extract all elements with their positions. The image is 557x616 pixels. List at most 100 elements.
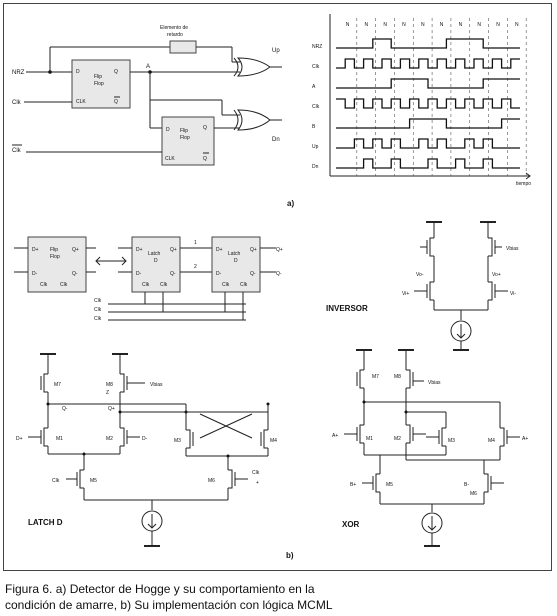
svg-text:D+: D+ bbox=[16, 436, 23, 442]
xor-circuit: M7 M8 Vbias A+ A+ M1 M2 M3 M4 bbox=[332, 349, 528, 547]
svg-text:Vbias: Vbias bbox=[506, 246, 519, 252]
ff2-qbar: Q bbox=[203, 156, 207, 162]
svg-text:M2: M2 bbox=[106, 436, 113, 442]
svg-text:Latch: Latch bbox=[148, 251, 160, 257]
timing-cycle-label: N bbox=[515, 22, 519, 28]
output-dn-label: Dn bbox=[272, 137, 280, 143]
timing-cycle-label: N bbox=[402, 22, 406, 28]
delay-element-label-2: retardo bbox=[167, 32, 183, 38]
svg-text:Clk: Clk bbox=[142, 282, 150, 288]
timing-signal-label: A bbox=[312, 84, 316, 90]
svg-text:M4: M4 bbox=[488, 438, 495, 444]
xor-gate-dn bbox=[236, 109, 271, 131]
svg-text:M8: M8 bbox=[394, 374, 401, 380]
xor-title: XOR bbox=[342, 520, 360, 529]
svg-text:M6: M6 bbox=[470, 491, 477, 497]
input-clk-label: Clk bbox=[12, 100, 22, 106]
delay-element bbox=[169, 40, 197, 54]
svg-text:Flip: Flip bbox=[94, 74, 102, 80]
svg-text:D: D bbox=[154, 258, 158, 264]
xor-gate-up bbox=[236, 57, 271, 77]
inverter-circuit: Vbias Vo- Vo+ Vi+ Vi- INVERSOR bbox=[326, 221, 519, 351]
svg-text:Clk: Clk bbox=[40, 282, 48, 288]
svg-text:Flop: Flop bbox=[50, 254, 60, 260]
svg-text:Q-: Q- bbox=[170, 271, 176, 277]
svg-text:Flip: Flip bbox=[180, 128, 188, 134]
svg-text:Vo-: Vo- bbox=[416, 272, 424, 278]
svg-text:+: + bbox=[256, 480, 259, 486]
timing-waveform bbox=[336, 158, 520, 169]
ff-block bbox=[27, 236, 87, 293]
svg-text:Vo+: Vo+ bbox=[492, 272, 501, 278]
svg-text:Clk: Clk bbox=[94, 307, 102, 313]
hogge-schematic: NRZ Elemento de retardo D Flip Flop Q CL… bbox=[12, 25, 282, 166]
svg-text:M5: M5 bbox=[386, 482, 393, 488]
timing-cycle-label: N bbox=[421, 22, 425, 28]
svg-text:A+: A+ bbox=[522, 436, 528, 442]
svg-text:Clk: Clk bbox=[160, 282, 168, 288]
timing-signal-label: Clk bbox=[312, 104, 320, 110]
timing-signal-label: NRZ bbox=[312, 44, 322, 50]
svg-text:Flop: Flop bbox=[94, 81, 104, 87]
svg-text:Vi-: Vi- bbox=[510, 291, 516, 297]
svg-text:M2: M2 bbox=[394, 436, 401, 442]
svg-text:M8: M8 bbox=[106, 382, 113, 388]
timing-cycle-label: N bbox=[346, 22, 350, 28]
ff2-clk: CLK bbox=[165, 156, 175, 162]
timing-waveform bbox=[336, 118, 520, 129]
svg-text:M3: M3 bbox=[174, 438, 181, 444]
svg-text:Q+: Q+ bbox=[108, 406, 115, 412]
svg-text:Clk: Clk bbox=[60, 282, 68, 288]
svg-text:Clk: Clk bbox=[222, 282, 230, 288]
svg-text:Flip: Flip bbox=[50, 247, 58, 253]
svg-text:A+: A+ bbox=[332, 433, 338, 439]
svg-text:Vbias: Vbias bbox=[428, 380, 441, 386]
latch-block-2 bbox=[211, 236, 261, 293]
figure-frame bbox=[3, 3, 552, 571]
svg-text:Q+: Q+ bbox=[276, 247, 283, 253]
timing-signal-label: Up bbox=[312, 144, 319, 150]
latch2-tag: 2 bbox=[194, 264, 197, 270]
svg-text:D+: D+ bbox=[216, 247, 223, 253]
svg-text:Q+: Q+ bbox=[72, 247, 79, 253]
svg-text:D-: D- bbox=[32, 271, 38, 277]
block-diagram-b: D+ Flip Flop Q+ D- Q- Clk Clk D+ Latch D… bbox=[14, 236, 283, 322]
flipflop-2 bbox=[161, 116, 215, 166]
timing-cycle-label: N bbox=[477, 22, 481, 28]
timing-signal-label: Clk bbox=[312, 64, 320, 70]
svg-text:M3: M3 bbox=[448, 438, 455, 444]
timing-cycle-label: N bbox=[365, 22, 369, 28]
timing-waveform bbox=[336, 138, 520, 149]
svg-text:Q-: Q- bbox=[72, 271, 78, 277]
svg-text:M4: M4 bbox=[270, 438, 277, 444]
ff2-d: D bbox=[166, 127, 170, 133]
svg-text:Flop: Flop bbox=[180, 135, 190, 141]
svg-text:B-: B- bbox=[464, 482, 469, 488]
part-a-label: a) bbox=[287, 199, 294, 208]
input-clkbar-label: Clk bbox=[12, 148, 22, 154]
delay-element-label-1: Elemento de bbox=[160, 25, 188, 31]
svg-text:M7: M7 bbox=[54, 382, 61, 388]
timing-waveform bbox=[336, 58, 520, 69]
inverter-title: INVERSOR bbox=[326, 304, 368, 313]
svg-text:Vbias: Vbias bbox=[150, 382, 163, 388]
ff2-q: Q bbox=[203, 125, 207, 131]
timing-signal-label: Dn bbox=[312, 164, 319, 170]
svg-text:Q-: Q- bbox=[276, 271, 282, 277]
node-a-label: A bbox=[146, 64, 150, 70]
svg-text:Clk: Clk bbox=[94, 316, 102, 322]
caption-line-2: condición de amarre, b) Su implementació… bbox=[5, 598, 333, 612]
svg-text:M7: M7 bbox=[372, 374, 379, 380]
svg-text:D+: D+ bbox=[32, 247, 39, 253]
svg-text:M5: M5 bbox=[90, 478, 97, 484]
svg-text:Clk: Clk bbox=[240, 282, 248, 288]
svg-text:D-: D- bbox=[136, 271, 142, 277]
svg-text:Q-: Q- bbox=[250, 271, 256, 277]
timing-cycle-label: N bbox=[383, 22, 387, 28]
latch-d-circuit: M7 M8 Vbias Z Q- Q+ D+ D- M1 M2 M3 M4 bbox=[16, 353, 277, 547]
timing-time-label: tiempo bbox=[516, 181, 531, 187]
timing-cycle-label: N bbox=[440, 22, 444, 28]
svg-text:Vi+: Vi+ bbox=[402, 291, 409, 297]
